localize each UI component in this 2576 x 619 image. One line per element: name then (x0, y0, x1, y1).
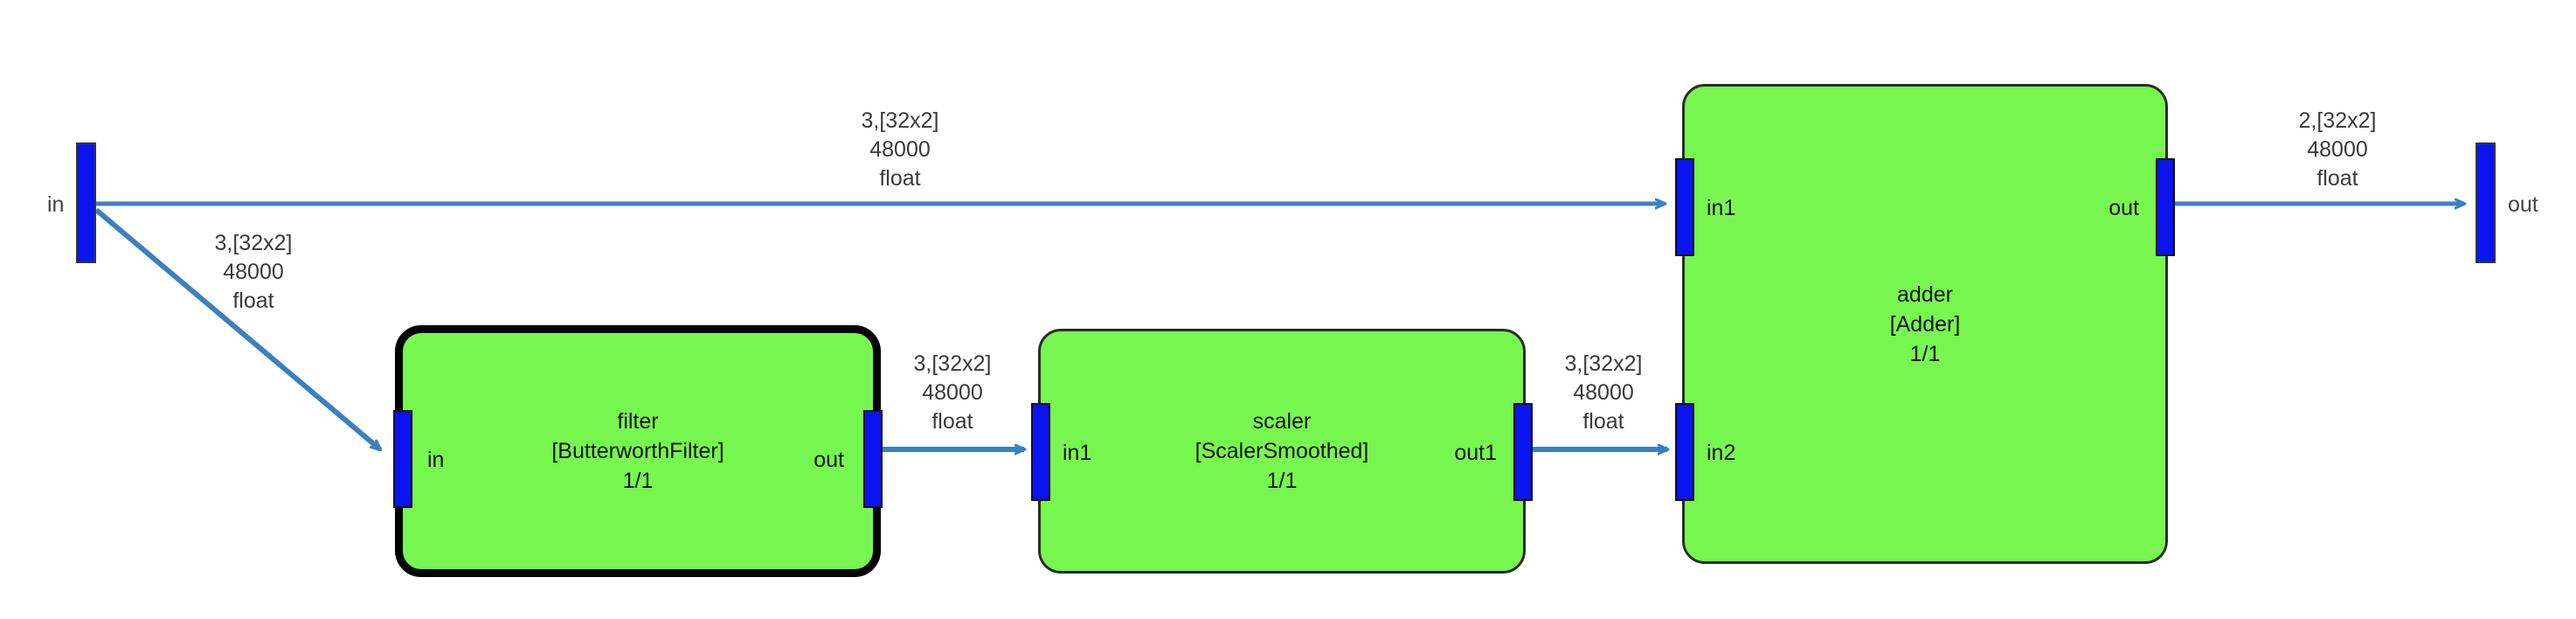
block-scaler-port-out1-label: out1 (1454, 441, 1497, 465)
edge-label-in-to-filter-in: 3,[32x2] 48000 float (135, 229, 371, 316)
block-scaler-port-out1[interactable] (1513, 403, 1533, 501)
graph-input-terminal[interactable] (76, 143, 96, 263)
block-filter-body: filter [ButterworthFilter] 1/1 (403, 333, 873, 569)
edge-label-line-1: 2,[32x2] (2298, 108, 2377, 133)
edge-label-filter-out-to-scaler-in1: 3,[32x2] 48000 float (874, 350, 1031, 436)
block-adder-port-in1-label: in1 (1707, 196, 1736, 220)
edge-label-line-1: 3,[32x2] (861, 108, 939, 133)
edge-label-line-3: float (879, 166, 921, 191)
block-scaler-name: scaler (1252, 409, 1312, 434)
edge-label-line-3: float (232, 289, 274, 313)
block-scaler-type: [ScalerSmoothed] (1195, 439, 1369, 463)
block-filter-port-in[interactable] (393, 410, 412, 508)
block-scaler-port-in1-label: in1 (1063, 441, 1092, 465)
graph-input-terminal-label: in (47, 192, 65, 217)
block-scaler-body: scaler [ScalerSmoothed] 1/1 (1041, 331, 1523, 571)
edge-label-line-3: float (2316, 166, 2358, 191)
block-scaler-ratio: 1/1 (1266, 469, 1298, 493)
edge-label-line-1: 3,[32x2] (1564, 351, 1643, 376)
block-filter-type: [ButterworthFilter] (551, 439, 724, 463)
block-adder-name: adder (1897, 282, 1953, 307)
edge-label-line-2: 48000 (869, 137, 931, 162)
edge-label-line-2: 48000 (223, 260, 284, 284)
block-adder-body: adder [Adder] 1/1 (1685, 87, 2165, 561)
block-adder-port-out-label: out (2109, 196, 2139, 220)
block-adder-type: [Adder] (1889, 311, 1961, 337)
block-filter[interactable]: filter [ButterworthFilter] 1/1 in out (393, 325, 883, 577)
block-adder-port-in2[interactable] (1675, 403, 1694, 501)
block-adder[interactable]: adder [Adder] 1/1 in1 in2 out (1675, 84, 2175, 564)
edge-label-line-2: 48000 (1573, 380, 1634, 405)
block-filter-port-in-label: in (427, 448, 445, 472)
edge-label-in-to-adder-in1: 3,[32x2] 48000 float (769, 107, 1031, 193)
edge-label-line-1: 3,[32x2] (214, 231, 293, 255)
edge-label-line-2: 48000 (922, 380, 983, 405)
block-scaler[interactable]: scaler [ScalerSmoothed] 1/1 in1 out1 (1031, 329, 1533, 574)
block-adder-port-in1[interactable] (1675, 158, 1694, 256)
block-adder-port-out[interactable] (2156, 158, 2175, 256)
edge-label-line-3: float (931, 409, 973, 434)
block-scaler-port-in1[interactable] (1031, 403, 1050, 501)
edge-label-scaler-out1-to-adder-in2: 3,[32x2] 48000 float (1525, 350, 1682, 436)
block-adder-ratio: 1/1 (1909, 341, 1941, 366)
block-adder-port-in2-label: in2 (1707, 441, 1736, 465)
block-filter-port-out[interactable] (863, 410, 883, 508)
edge-label-adder-out-to-out: 2,[32x2] 48000 float (2206, 107, 2469, 193)
graph-output-terminal[interactable] (2476, 143, 2496, 263)
block-filter-port-out-label: out (814, 448, 844, 472)
block-filter-name: filter (617, 409, 659, 434)
edge-label-line-3: float (1582, 409, 1624, 434)
edge-label-line-1: 3,[32x2] (913, 351, 992, 376)
edge-label-line-2: 48000 (2307, 137, 2368, 162)
block-filter-ratio: 1/1 (622, 469, 654, 493)
graph-output-terminal-label: out (2508, 192, 2538, 217)
